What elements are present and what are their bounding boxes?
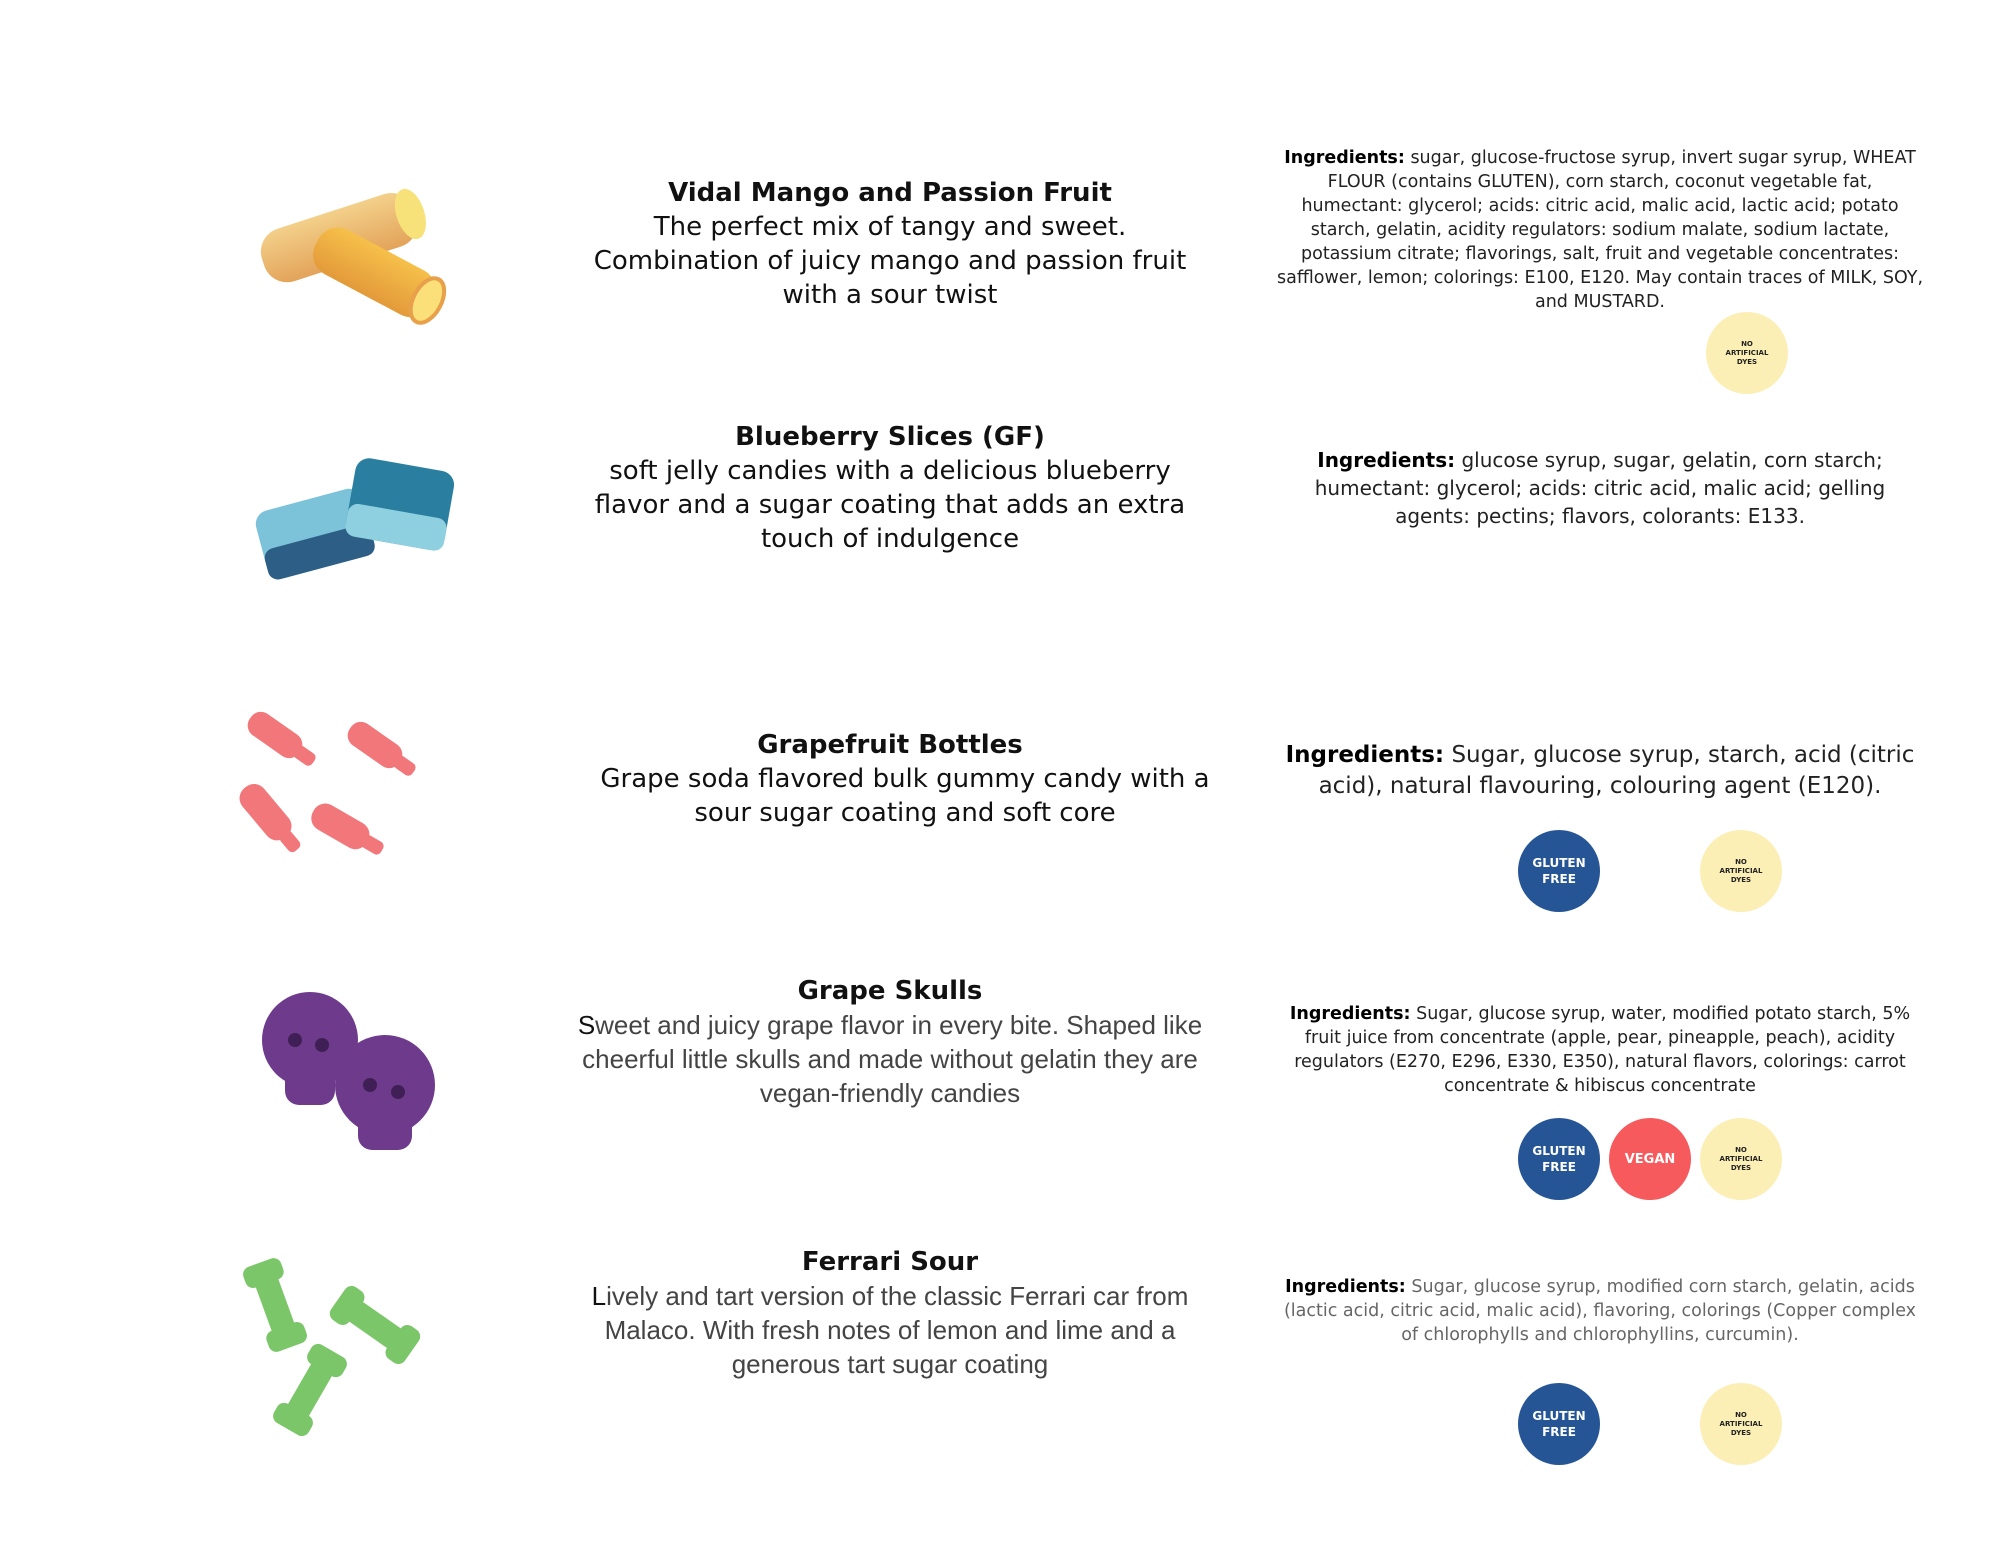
gluten-free-badge: GLUTEN FREE (1518, 1383, 1600, 1465)
ingredients-block: Ingredients: Sugar, glucose syrup, starc… (1275, 740, 1925, 802)
ingredients-label: Ingredients: (1289, 1004, 1411, 1024)
product-name: Ferrari Sour (801, 1247, 979, 1277)
gluten-free-badge: GLUTEN FREE (1518, 830, 1600, 912)
ingredients-text: Ingredients: sugar, glucose-fructose syr… (1275, 146, 1925, 314)
ingredients-list: sugar, glucose-fructose syrup, invert su… (1276, 148, 1924, 312)
ingredients-text: Ingredients: Sugar, glucose syrup, modif… (1275, 1275, 1925, 1347)
grapefruit-bottles-image (230, 700, 480, 894)
ingredients-text: Ingredients: Sugar, glucose syrup, water… (1275, 1002, 1925, 1098)
mango-candy-image (230, 170, 480, 334)
product-name: Vidal Mango and Passion Fruit (668, 178, 1112, 208)
product-description: Grape soda flavored bulk gummy candy wit… (600, 764, 1210, 828)
product-name: Blueberry Slices (GF) (735, 422, 1045, 452)
ingredients-block: Ingredients: Sugar, glucose syrup, water… (1275, 1002, 1925, 1098)
no-artificial-dyes-badge: NO ARTIFICIAL DYES (1700, 830, 1782, 912)
ingredients-block: Ingredients: glucose syrup, sugar, gelat… (1275, 446, 1925, 530)
gluten-free-badge: GLUTEN FREE (1518, 1118, 1600, 1200)
description-rest: ively and tart version of the classic Fe… (604, 1281, 1189, 1379)
product-name: Grape Skulls (797, 976, 983, 1006)
ingredients-label: Ingredients: (1317, 448, 1456, 472)
ingredients-list: Sugar, glucose syrup, water, modified po… (1294, 1004, 1911, 1096)
vegan-badge: VEGAN (1609, 1118, 1691, 1200)
product-info: Ferrari Sour Lively and tart version of … (570, 1245, 1210, 1381)
ingredients-text: Ingredients: Sugar, glucose syrup, starc… (1275, 740, 1925, 802)
product-description: soft jelly candies with a delicious blue… (594, 456, 1186, 554)
description-initial: S (577, 1010, 596, 1040)
ingredients-list: Sugar, glucose syrup, starch, acid (citr… (1318, 742, 1915, 799)
no-artificial-dyes-badge: NO ARTIFICIAL DYES (1706, 312, 1788, 394)
ingredients-list: glucose syrup, sugar, gelatin, corn star… (1314, 448, 1886, 528)
ingredients-label: Ingredients: (1285, 1277, 1406, 1297)
ingredients-block: Ingredients: Sugar, glucose syrup, modif… (1275, 1275, 1925, 1347)
description-initial: L (591, 1281, 607, 1311)
product-info: Grapefruit Bottles Grape soda flavored b… (570, 728, 1210, 830)
ingredients-text: Ingredients: glucose syrup, sugar, gelat… (1275, 446, 1925, 530)
product-name: Grapefruit Bottles (757, 730, 1023, 760)
ingredients-list: Sugar, glucose syrup, modified corn star… (1283, 1277, 1917, 1345)
grape-skulls-image (230, 980, 480, 1164)
product-description: The perfect mix of tangy and sweet. Comb… (593, 212, 1187, 310)
no-artificial-dyes-badge: NO ARTIFICIAL DYES (1700, 1118, 1782, 1200)
ingredients-block: Ingredients: sugar, glucose-fructose syr… (1275, 146, 1925, 314)
ingredients-label: Ingredients: (1285, 742, 1445, 768)
description-rest: weet and juicy grape flavor in every bit… (582, 1010, 1203, 1108)
product-info: Vidal Mango and Passion Fruit The perfec… (570, 176, 1210, 312)
product-info: Blueberry Slices (GF) soft jelly candies… (570, 420, 1210, 556)
no-artificial-dyes-badge: NO ARTIFICIAL DYES (1700, 1383, 1782, 1465)
product-info: Grape Skulls Sweet and juicy grape flavo… (570, 974, 1210, 1110)
ingredients-label: Ingredients: (1284, 148, 1405, 168)
product-description: Lively and tart version of the classic F… (570, 1279, 1210, 1381)
blueberry-candy-image (230, 450, 480, 594)
product-description: Sweet and juicy grape flavor in every bi… (570, 1008, 1210, 1110)
ferrari-sour-image (230, 1255, 480, 1449)
